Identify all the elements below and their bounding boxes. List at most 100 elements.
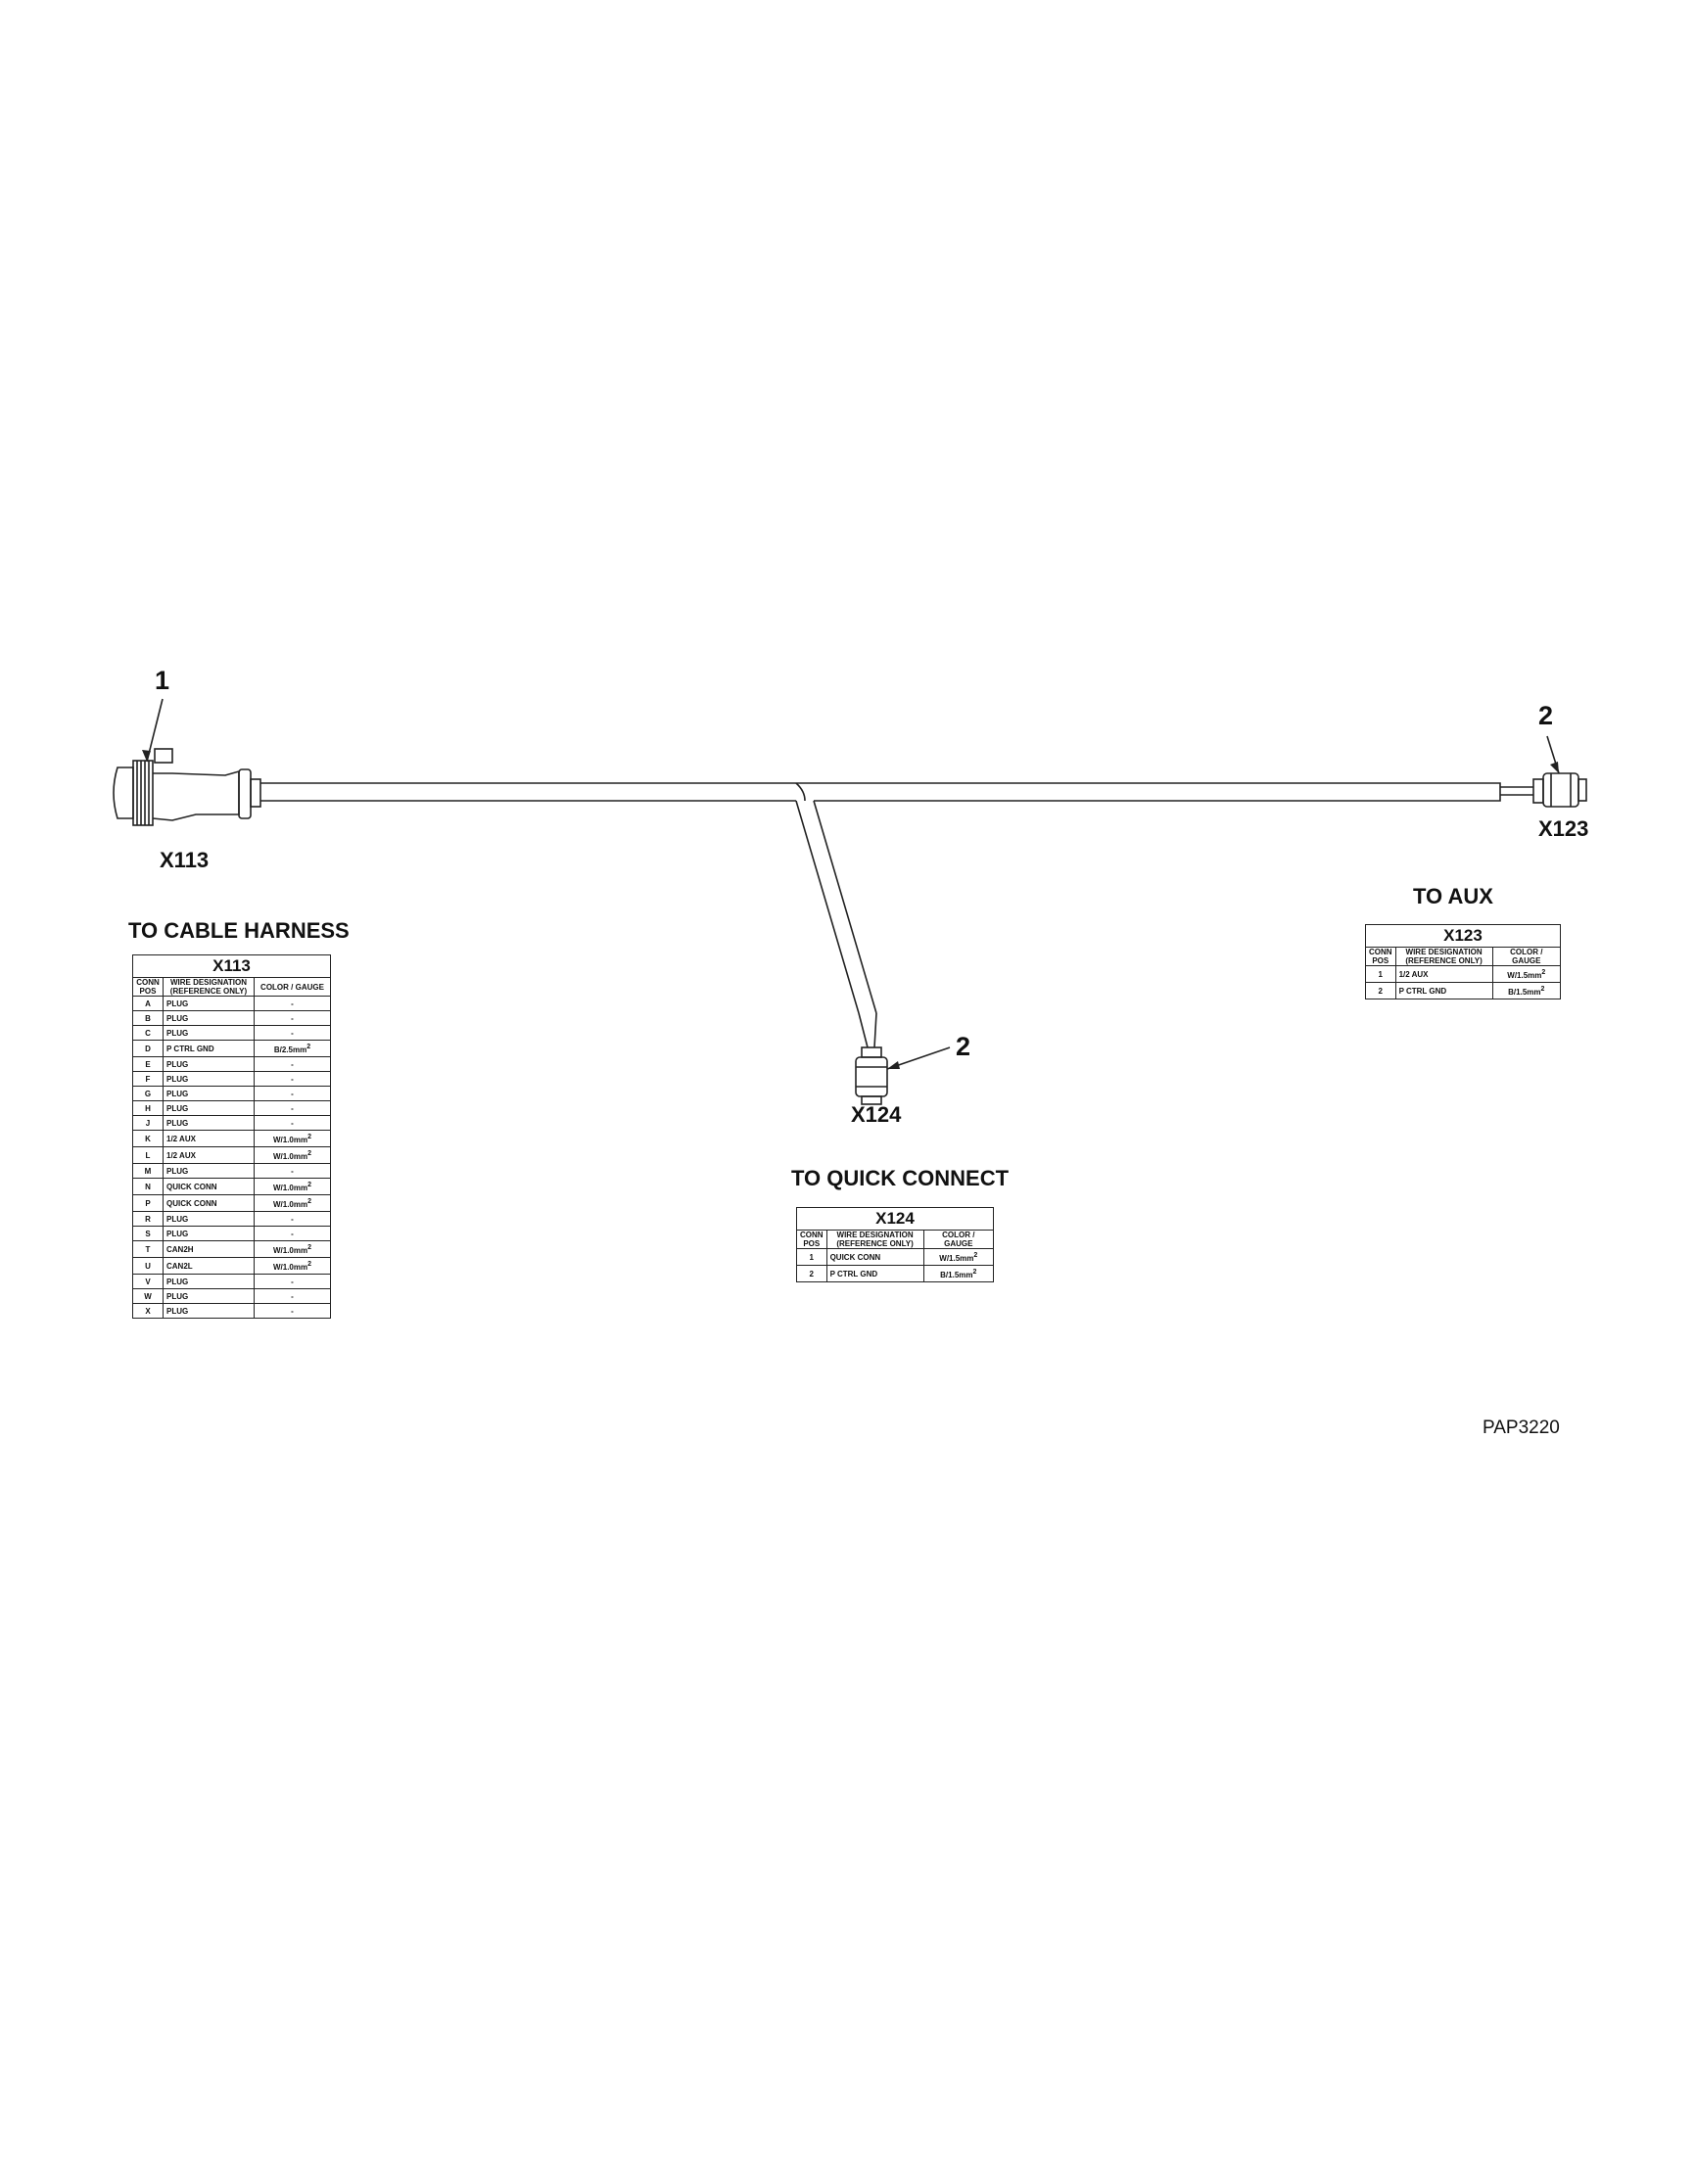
wire-table-x113: X113 CONN POS WIRE DESIGNATION (REFERENC…	[132, 954, 331, 1319]
gauge-value: -	[291, 1028, 294, 1038]
wire-designation-cell: PLUG	[163, 1163, 255, 1179]
wire-designation-cell: P CTRL GND	[1394, 982, 1493, 999]
color-gauge-cell: -	[254, 1211, 331, 1227]
color-gauge-cell: -	[254, 1025, 331, 1041]
gauge-value: -	[291, 1166, 294, 1176]
section-title-aux: TO AUX	[1413, 884, 1493, 908]
table-title: X123	[1365, 924, 1561, 948]
wire-designation-cell: QUICK CONN	[825, 1248, 924, 1266]
gauge-value: W/1.0mm	[272, 1184, 308, 1192]
wire-designation-cell: PLUG	[163, 1025, 255, 1041]
wire-designation-cell: P CTRL GND	[163, 1040, 255, 1057]
gauge-exponent: 2	[306, 1044, 311, 1050]
wire-table-x123: X123 CONN POS WIRE DESIGNATION (REFERENC…	[1365, 924, 1562, 999]
wire-designation-cell: PLUG	[163, 1071, 255, 1087]
conn-pos-cell: M	[132, 1163, 164, 1179]
color-gauge-cell: W/1.0mm2	[254, 1130, 331, 1147]
conn-pos-cell: C	[132, 1025, 164, 1041]
callout-2-x124-label: 2	[956, 1032, 971, 1061]
color-gauge-cell: W/1.0mm2	[254, 1194, 331, 1212]
x124-lead	[858, 1012, 877, 1048]
header-wire-designation: WIRE DESIGNATION (REFERENCE ONLY)	[163, 977, 255, 997]
gauge-value: -	[291, 1277, 294, 1286]
wire-designation-cell: 1/2 AUX	[163, 1146, 255, 1164]
table-title: X113	[132, 954, 331, 978]
wire-designation-cell: PLUG	[163, 1056, 255, 1072]
color-gauge-cell: W/1.0mm2	[254, 1257, 331, 1275]
color-gauge-cell: -	[254, 996, 331, 1011]
wire-designation-cell: CAN2H	[163, 1240, 255, 1258]
wire-designation-cell: PLUG	[163, 1288, 255, 1304]
wire-designation-cell: 1/2 AUX	[163, 1130, 255, 1147]
header-color-gauge: COLOR / GAUGE	[922, 1230, 995, 1249]
color-gauge-cell: -	[254, 1115, 331, 1131]
gauge-value: W/1.0mm	[272, 1246, 308, 1255]
gauge-exponent: 2	[1540, 986, 1545, 993]
wire-designation-cell: QUICK CONN	[163, 1178, 255, 1195]
gauge-value: -	[291, 1074, 294, 1084]
conn-pos-cell: T	[132, 1240, 164, 1258]
gauge-value: B/2.5mm	[273, 1046, 307, 1054]
color-gauge-cell: W/1.5mm2	[922, 1248, 995, 1266]
conn-pos-cell: L	[132, 1146, 164, 1164]
header-conn-pos: CONN POS	[132, 977, 164, 997]
table-title: X124	[796, 1207, 994, 1231]
wire-designation-cell: PLUG	[163, 1211, 255, 1227]
conn-pos-cell: 1	[1365, 965, 1396, 983]
color-gauge-cell: -	[254, 1163, 331, 1179]
conn-pos-cell: 2	[1365, 982, 1396, 999]
gauge-exponent: 2	[307, 1134, 312, 1140]
wire-designation-cell: PLUG	[163, 1303, 255, 1319]
branch-cable	[795, 782, 877, 1014]
gauge-value: W/1.0mm	[272, 1263, 308, 1272]
wire-designation-cell: PLUG	[163, 996, 255, 1011]
conn-pos-cell: H	[132, 1100, 164, 1116]
section-title-cable-harness: TO CABLE HARNESS	[128, 918, 350, 943]
conn-pos-cell: B	[132, 1010, 164, 1026]
gauge-exponent: 2	[307, 1261, 312, 1268]
conn-pos-cell: N	[132, 1178, 164, 1195]
gauge-value: B/1.5mm	[940, 1271, 973, 1279]
conn-pos-cell: R	[132, 1211, 164, 1227]
color-gauge-cell: -	[254, 1274, 331, 1289]
color-gauge-cell: -	[254, 1010, 331, 1026]
callout-2-x123-label: 2	[1538, 701, 1554, 730]
gauge-value: -	[291, 1013, 294, 1023]
gauge-exponent: 2	[307, 1182, 312, 1188]
header-wire-designation: WIRE DESIGNATION (REFERENCE ONLY)	[1394, 947, 1493, 966]
conn-pos-cell: S	[132, 1226, 164, 1241]
color-gauge-cell: -	[254, 1100, 331, 1116]
conn-pos-cell: W	[132, 1288, 164, 1304]
gauge-value: -	[291, 1214, 294, 1224]
wire-designation-cell: PLUG	[163, 1100, 255, 1116]
figure-id: PAP3220	[1483, 1417, 1560, 1438]
gauge-value: W/1.5mm	[939, 1254, 974, 1263]
gauge-exponent: 2	[972, 1269, 977, 1276]
gauge-value: -	[291, 1306, 294, 1316]
gauge-value: W/1.5mm	[1507, 971, 1542, 980]
conn-pos-cell: J	[132, 1115, 164, 1131]
connector-label-x123: X123	[1538, 816, 1589, 841]
gauge-value: -	[291, 1118, 294, 1128]
header-color-gauge: COLOR / GAUGE	[254, 977, 331, 997]
gauge-value: W/1.0mm	[272, 1136, 308, 1144]
wire-designation-cell: PLUG	[163, 1086, 255, 1101]
color-gauge-cell: -	[254, 1056, 331, 1072]
conn-pos-cell: F	[132, 1071, 164, 1087]
x113-connector-shape	[113, 748, 261, 826]
conn-pos-cell: U	[132, 1257, 164, 1275]
gauge-value: W/1.0mm	[272, 1152, 308, 1161]
